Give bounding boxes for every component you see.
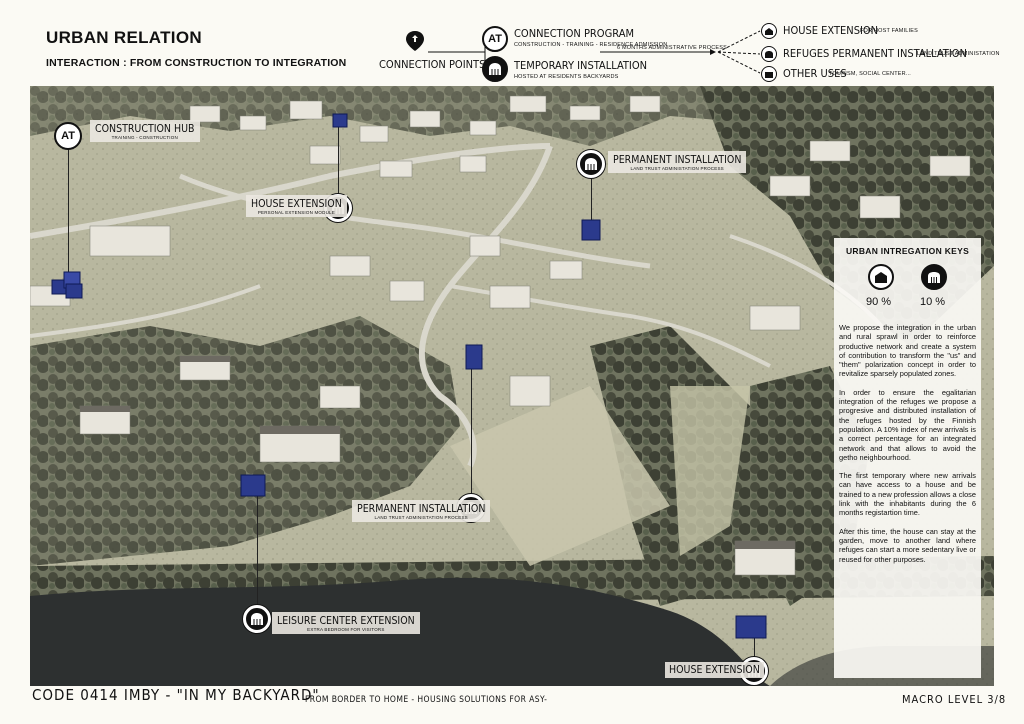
house-extension-bottom-label: HOUSE EXTENSION [665, 662, 764, 678]
temporary-percentage: 10 % [920, 296, 946, 308]
temporary-installation-sub: HOSTED AT RESIDENTS BACKYARDS [514, 74, 619, 80]
host-percentage: 90 % [866, 296, 892, 308]
keys-body-text: We propose the integration in the urban … [839, 323, 976, 573]
at-symbol: AT [61, 130, 75, 142]
stem-house-extension-top [338, 125, 339, 198]
stem-leisure-center [257, 495, 258, 605]
house-extension-bottom-title: HOUSE EXTENSION [669, 664, 760, 676]
at-symbol: AT [488, 33, 502, 45]
permanent-top-sub: LAND TRUST ADMINISTATION PROCESS [630, 166, 724, 171]
house-extension-top-label: HOUSE EXTENSION PERSONAL EXTENSION MODUL… [246, 195, 347, 217]
page-subtitle: INTERACTION : FROM CONSTRUCTION TO INTEG… [46, 57, 347, 69]
footer-page-level: MACRO LEVEL 3/8 [902, 693, 1007, 706]
leisure-center-title: LEISURE CENTER EXTENSION [277, 615, 415, 627]
footer-project-code: CODE 0414 IMBY - "IN MY BACKYARD" [32, 686, 320, 704]
permanent-center-sub: LAND TRUST ADMINISTATION PROCESS [374, 515, 468, 520]
housing-module [240, 474, 266, 497]
other-uses-legend-sub: TOURISM, SOCIAL CENTER... [829, 71, 912, 77]
temporary-installation-label: TEMPORARY INSTALLATION [514, 59, 648, 72]
arrow-note: 6 MONTHS ADMINISTRATIVE PROCESS [617, 45, 728, 51]
integration-keys-panel: URBAN INTREGATION KEYS 90 % 10 % We prop… [834, 238, 981, 678]
housing-module [465, 344, 483, 370]
stem-permanent-top [591, 175, 592, 225]
keys-paragraph: After this time, the house can stay at t… [839, 526, 976, 564]
refuges-installation-legend-sub: LAND TRUST ADMINISTATION [917, 51, 1000, 57]
other-uses-legend-icon [761, 66, 777, 82]
page-title: URBAN RELATION [46, 28, 202, 47]
house-extension-legend-sub: FOR HOST FAMILIES [860, 28, 919, 34]
refuges-installation-legend-icon [761, 46, 777, 62]
house-extension-top-title: HOUSE EXTENSION [251, 198, 342, 210]
stem-permanent-center [471, 365, 472, 495]
temporary-module-icon [921, 264, 947, 290]
construction-hub-title: CONSTRUCTION HUB [95, 123, 195, 135]
stem-construction-hub [68, 145, 69, 277]
permanent-top-title: PERMANENT INSTALLATION [613, 154, 742, 166]
temporary-installation-icon [482, 56, 508, 82]
housing-module [332, 113, 348, 128]
construction-hub-label: CONSTRUCTION HUB TRAINING - CONSTRUCTION [90, 120, 200, 142]
footer-project-name: FROM BORDER TO HOME - HOUSING SOLUTIONS … [305, 695, 548, 705]
permanent-center-title: PERMANENT INSTALLATION [357, 503, 486, 515]
permanent-installation-marker-top[interactable] [577, 150, 605, 178]
housing-module [735, 615, 767, 639]
other-uses-legend-label: OTHER USES [783, 67, 847, 80]
permanent-top-label: PERMANENT INSTALLATION LAND TRUST ADMINI… [608, 151, 747, 173]
house-extension-top-sub: PERSONAL EXTENSION MODULE [257, 210, 335, 215]
refuges-installation-legend-label: REFUGES PERMANENT INSTALLATION [783, 47, 967, 60]
housing-module [581, 219, 601, 241]
keys-paragraph: We propose the integration in the urban … [839, 323, 976, 379]
keys-paragraph: In order to ensure the egalitarian integ… [839, 387, 976, 462]
house-extension-legend-icon [761, 23, 777, 39]
connection-program-icon: AT [482, 26, 508, 52]
keys-heading: URBAN INTREGATION KEYS [845, 246, 970, 256]
connection-points-label: CONNECTION POINTS [379, 58, 486, 71]
construction-hub-sub: TRAINING - CONSTRUCTION [111, 135, 178, 140]
leisure-center-marker[interactable] [243, 605, 271, 633]
housing-modules-cluster [51, 271, 83, 299]
connection-program-label: CONNECTION PROGRAM [514, 27, 634, 40]
leisure-center-sub: EXTRA BEDROOM FOR VISITORS [307, 627, 385, 632]
leisure-center-label: LEISURE CENTER EXTENSION EXTRA BEDROOM F… [272, 612, 420, 634]
connection-points-icon [404, 30, 426, 52]
keys-paragraph: The first temporary where new arrivals c… [839, 471, 976, 518]
house-extension-legend-label: HOUSE EXTENSION [783, 24, 879, 37]
connection-program-sub: CONSTRUCTION - TRAINING - RESIDENCE ADMI… [514, 42, 668, 48]
permanent-center-label: PERMANENT INSTALLATION LAND TRUST ADMINI… [352, 500, 491, 522]
construction-hub-marker[interactable]: AT [54, 122, 82, 150]
host-house-icon [868, 264, 894, 290]
stem-house-extension-bottom [754, 635, 755, 660]
